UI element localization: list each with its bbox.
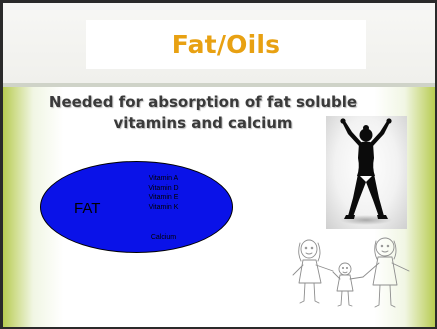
person-silhouette-icon [326, 116, 407, 229]
vitamin-item: Vitamin D [148, 184, 179, 192]
title-band: Fat/Oils [3, 3, 435, 87]
vitamin-item: Vitamin E [148, 194, 179, 201]
family-drawing-icon [291, 235, 417, 311]
silhouette-graphic [340, 118, 392, 225]
vitamin-item: Vitamin A [148, 175, 179, 182]
drawing-graphic [292, 237, 410, 308]
slide: Fat/Oils Needed for absorption of fat so… [3, 3, 435, 327]
slide-subtitle: Needed for absorption of fat soluble vit… [48, 93, 358, 132]
title-box: Fat/Oils [86, 20, 366, 69]
fat-ellipse: FAT Vitamin A Vitamin D Vitamin E Vitami… [40, 161, 233, 253]
fat-label: FAT [74, 200, 101, 217]
vitamin-list: Vitamin A Vitamin D Vitamin E Vitamin K [136, 174, 191, 212]
slide-title: Fat/Oils [171, 30, 281, 59]
calcium-label: Calcium [150, 234, 177, 241]
vitamin-item: Vitamin K [148, 203, 179, 211]
